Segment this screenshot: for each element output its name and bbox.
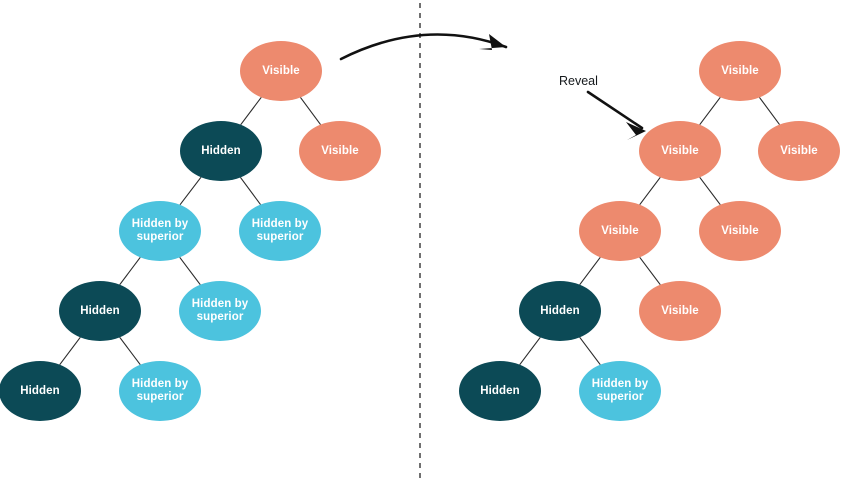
tree-node-label: Visible	[721, 224, 759, 237]
tree-edge	[579, 256, 601, 286]
tree-edge	[519, 336, 541, 366]
tree-node-label: Hidden	[540, 304, 580, 317]
tree-node-visible[interactable]: Visible	[579, 201, 661, 261]
tree-node-label: Hidden	[80, 304, 120, 317]
tree-node-label: Hidden by superior	[131, 218, 189, 243]
tree-node-label: Hidden by superior	[251, 218, 309, 243]
tree-edge	[639, 176, 661, 206]
tree-node-hidden-by-superior[interactable]: Hidden by superior	[579, 361, 661, 421]
tree-node-visible[interactable]: Visible	[299, 121, 381, 181]
tree-edge	[639, 256, 661, 286]
tree-node-label: Visible	[661, 144, 699, 157]
tree-node-visible[interactable]: Visible	[699, 201, 781, 261]
tree-edge	[699, 176, 721, 206]
tree-node-label: Visible	[721, 64, 759, 77]
tree-node-label: Hidden by superior	[591, 378, 649, 403]
tree-node-hidden-by-superior[interactable]: Hidden by superior	[119, 201, 201, 261]
tree-edge	[240, 177, 261, 205]
tree-node-hidden-by-superior[interactable]: Hidden by superior	[239, 201, 321, 261]
tree-node-hidden[interactable]: Hidden	[0, 361, 81, 421]
tree-node-hidden[interactable]: Hidden	[519, 281, 601, 341]
tree-node-label: Visible	[601, 224, 639, 237]
tree-node-hidden[interactable]: Hidden	[59, 281, 141, 341]
tree-node-hidden-by-superior[interactable]: Hidden by superior	[119, 361, 201, 421]
tree-node-hidden-by-superior[interactable]: Hidden by superior	[179, 281, 261, 341]
tree-edge	[179, 176, 202, 206]
tree-node-visible[interactable]: Visible	[699, 41, 781, 101]
tree-node-label: Hidden by superior	[131, 378, 189, 403]
tree-edge	[759, 97, 780, 125]
tree-node-hidden[interactable]: Hidden	[459, 361, 541, 421]
tree-node-visible[interactable]: Visible	[758, 121, 840, 181]
tree-node-label: Visible	[321, 144, 359, 157]
tree-node-label: Hidden by superior	[191, 298, 249, 323]
reveal-annotation-label: Reveal	[559, 74, 598, 88]
tree-node-visible[interactable]: Visible	[240, 41, 322, 101]
tree-edge	[119, 256, 141, 286]
transform-arrow-head	[479, 34, 506, 50]
tree-node-hidden[interactable]: Hidden	[180, 121, 262, 181]
tree-edge	[179, 256, 201, 286]
tree-node-label: Visible	[661, 304, 699, 317]
tree-node-visible[interactable]: Visible	[639, 121, 721, 181]
tree-node-label: Hidden	[480, 384, 520, 397]
reveal-arrow	[586, 90, 646, 140]
tree-node-label: Visible	[262, 64, 300, 77]
tree-edge	[300, 97, 321, 125]
tree-node-label: Hidden	[20, 384, 60, 397]
tree-edge	[119, 336, 141, 366]
tree-node-label: Hidden	[201, 144, 241, 157]
tree-edge	[59, 336, 81, 366]
tree-edge	[240, 96, 262, 126]
transform-arrow	[339, 33, 508, 61]
tree-node-visible[interactable]: Visible	[639, 281, 721, 341]
tree-edge	[699, 96, 721, 126]
tree-node-label: Visible	[780, 144, 818, 157]
tree-edge	[579, 336, 601, 366]
